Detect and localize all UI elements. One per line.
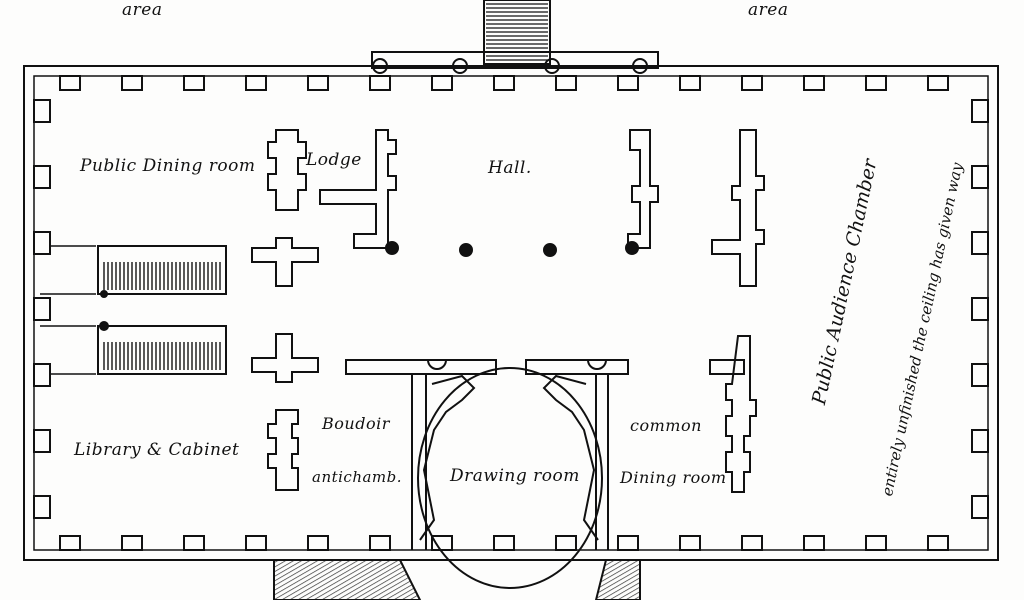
common-label: common — [630, 416, 702, 435]
north-stair — [483, 0, 551, 65]
cross-wall — [345, 359, 745, 375]
east-pilaster-stack — [725, 335, 757, 493]
pilaster-cross — [251, 333, 319, 383]
hall-wall-right-a — [627, 129, 659, 249]
drawing-room-label: Drawing room — [450, 466, 580, 486]
common-dining-label: Dining room — [620, 468, 727, 487]
pilaster-cross — [251, 237, 319, 287]
pilaster-cross — [267, 129, 307, 211]
lodge-wall — [319, 129, 397, 249]
outer-wall — [23, 65, 999, 561]
pilaster-cross — [267, 409, 299, 491]
arch — [427, 359, 607, 370]
antichamber-label: antichamb. — [312, 468, 403, 486]
stair-upper — [97, 245, 227, 295]
area-left-label: area — [122, 0, 163, 20]
oval-drawing-room — [411, 367, 609, 589]
area-right-label: area — [748, 0, 789, 20]
side-piers — [33, 99, 989, 519]
wall-pilasters — [59, 75, 949, 551]
public-dining-label: Public Dining room — [80, 156, 256, 176]
hall-wall-right-b — [711, 129, 765, 287]
column-dot — [625, 241, 639, 255]
south-bow — [273, 559, 641, 600]
stair-lower — [97, 325, 227, 375]
north-portico — [371, 51, 659, 69]
library-label: Library & Cabinet — [74, 440, 240, 460]
lodge-label: Lodge — [306, 150, 362, 170]
corridor-lines — [40, 245, 96, 375]
column-dot — [385, 241, 399, 255]
hall-label: Hall. — [488, 158, 532, 178]
boudoir-label: Boudoir — [322, 414, 390, 433]
column-dot — [543, 243, 557, 257]
column-dot — [459, 243, 473, 257]
